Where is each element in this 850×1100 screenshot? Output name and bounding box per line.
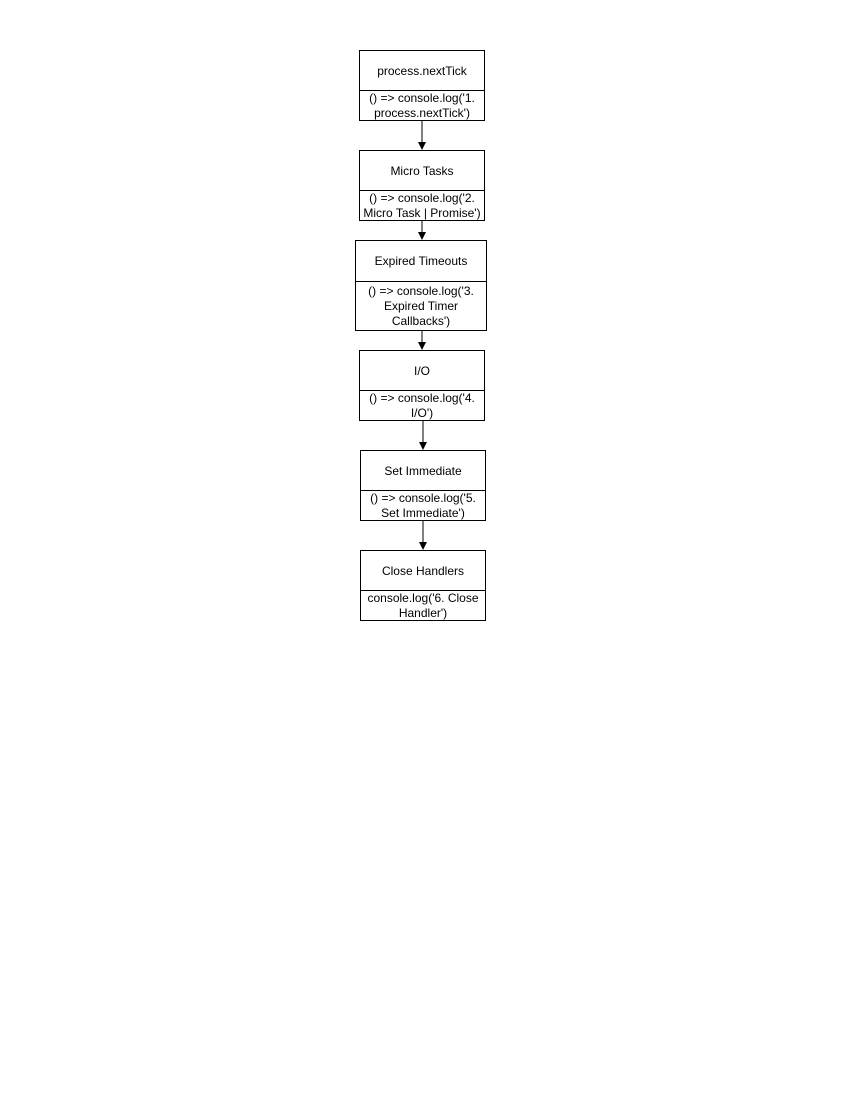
node-body: () => console.log('2. Micro Task | Promi… <box>363 190 481 220</box>
node-body: () => console.log('3. Expired Timer Call… <box>368 283 474 328</box>
node-title: Close Handlers <box>361 551 485 591</box>
node-body: () => console.log('5. Set Immediate') <box>370 490 476 520</box>
node-process-nexttick: process.nextTick () => console.log('1. p… <box>359 50 485 121</box>
node-title: Micro Tasks <box>360 151 484 191</box>
node-title: Expired Timeouts <box>356 241 486 282</box>
node-micro-tasks: Micro Tasks () => console.log('2. Micro … <box>359 150 485 221</box>
node-body: console.log('6. Close Handler') <box>367 590 479 620</box>
node-set-immediate: Set Immediate () => console.log('5. Set … <box>360 450 486 521</box>
node-title: Set Immediate <box>361 451 485 491</box>
node-title: process.nextTick <box>360 51 484 91</box>
node-body: () => console.log('4. I/O') <box>369 390 475 420</box>
node-io: I/O () => console.log('4. I/O') <box>359 350 485 421</box>
node-expired-timeouts: Expired Timeouts () => console.log('3. E… <box>355 240 487 331</box>
node-close-handlers: Close Handlers console.log('6. Close Han… <box>360 550 486 621</box>
node-title: I/O <box>360 351 484 391</box>
node-body: () => console.log('1. process.nextTick') <box>369 90 475 120</box>
